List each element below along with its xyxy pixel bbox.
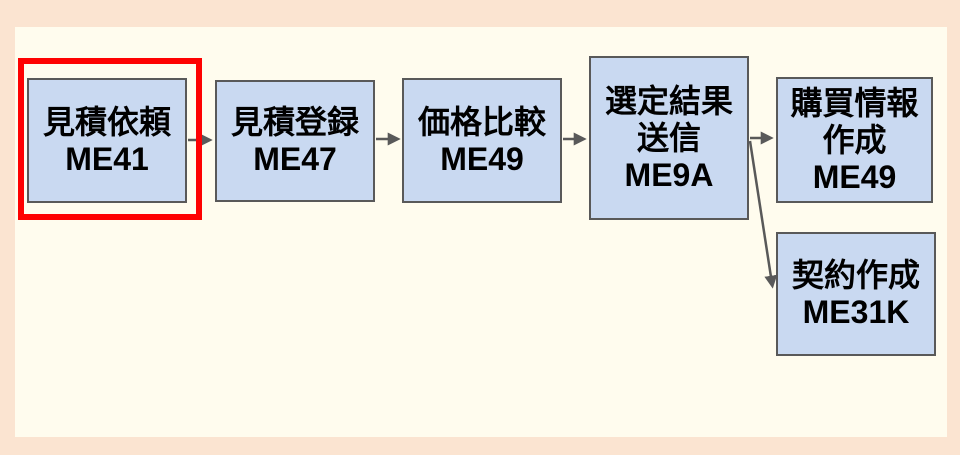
node-code: ME9A — [624, 156, 714, 193]
node-code: ME47 — [253, 141, 337, 177]
node-label: 送信 — [636, 119, 701, 156]
node-code: ME49 — [812, 158, 897, 195]
node-label: 見積登録 — [230, 104, 359, 140]
node-label: 購買情報 — [790, 84, 919, 121]
flow-node-me49-compare: 価格比較 ME49 — [402, 78, 562, 203]
node-label: 価格比較 — [417, 103, 546, 140]
flow-node-me41: 見積依頼 ME41 — [27, 78, 187, 203]
node-code: ME31K — [802, 294, 910, 330]
node-label: 選定結果 — [604, 82, 733, 119]
node-label: 契約作成 — [791, 257, 920, 293]
flow-node-me49-info: 購買情報 作成 ME49 — [776, 77, 933, 203]
highlight-rectangle — [18, 58, 202, 220]
node-label: 見積依頼 — [42, 103, 171, 140]
node-code: ME49 — [440, 140, 524, 177]
node-code: ME41 — [65, 140, 149, 177]
flow-node-me31k: 契約作成 ME31K — [776, 232, 936, 356]
flow-node-me9a: 選定結果 送信 ME9A — [589, 56, 749, 220]
node-label: 作成 — [822, 121, 887, 158]
flow-node-me47: 見積登録 ME47 — [215, 80, 375, 202]
